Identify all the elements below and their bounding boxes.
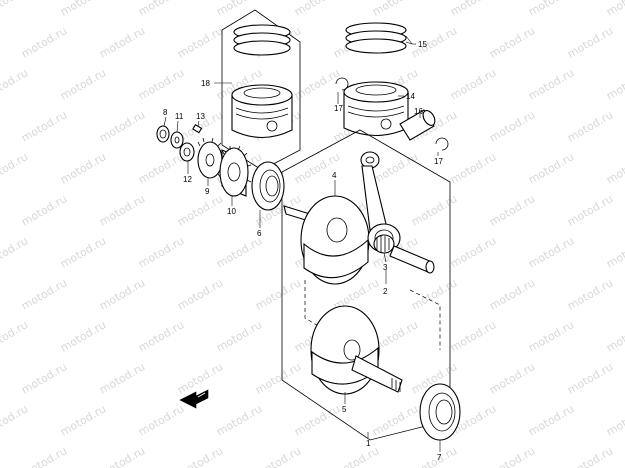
callout-10: 10 <box>227 207 236 216</box>
key-13 <box>192 124 203 134</box>
callout-18: 18 <box>201 79 210 88</box>
piston-rings-left <box>233 24 291 56</box>
callout-12: 12 <box>183 175 192 184</box>
dash-guide-right <box>409 289 441 350</box>
crankshaft-left-half <box>283 195 370 285</box>
callout-5: 5 <box>342 405 347 414</box>
piston-set-box <box>221 9 301 171</box>
callout-17-right: 17 <box>434 157 443 166</box>
nut-8 <box>156 125 170 143</box>
crankshaft-right-half <box>310 305 403 395</box>
bearing-6 <box>251 161 285 211</box>
leader-lines <box>163 35 441 452</box>
piston-rings-right <box>345 22 407 54</box>
piston-right <box>343 81 409 136</box>
callout-8: 8 <box>163 108 168 117</box>
needle-bearing-3 <box>373 234 395 254</box>
bearing-7 <box>419 383 461 441</box>
circlips <box>335 77 449 151</box>
washer-12 <box>179 142 195 162</box>
washer-11 <box>170 131 184 149</box>
callout-15: 15 <box>418 40 427 49</box>
callout-16: 16 <box>414 107 423 116</box>
callout-11: 11 <box>175 112 184 121</box>
piston-pin <box>399 109 436 141</box>
front-direction-arrow-icon <box>179 389 209 409</box>
callout-1: 1 <box>366 439 371 448</box>
callout-13: 13 <box>196 112 205 121</box>
callout-7: 7 <box>437 453 442 462</box>
piston-left <box>231 84 293 138</box>
callout-17-left: 17 <box>334 104 343 113</box>
gear-10 <box>219 145 252 197</box>
callout-4: 4 <box>332 171 337 180</box>
callouts: 1 2 3 4 5 6 7 8 9 10 11 12 13 14 15 16 1… <box>163 40 443 462</box>
callout-3: 3 <box>383 263 388 272</box>
callout-14: 14 <box>406 92 415 101</box>
callout-9: 9 <box>205 187 210 196</box>
dash-guide-left <box>304 280 326 331</box>
callout-6: 6 <box>257 229 262 238</box>
callout-2: 2 <box>383 287 388 296</box>
crank-pin-2 <box>389 245 435 274</box>
